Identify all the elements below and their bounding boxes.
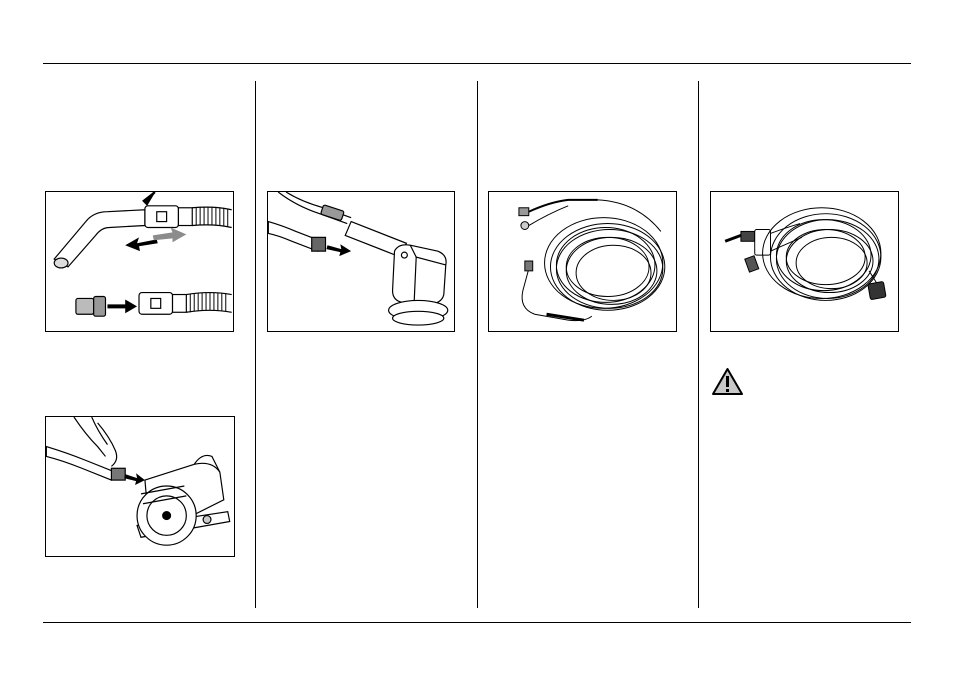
column-divider-1 [255, 81, 256, 608]
top-rule [43, 63, 911, 64]
column-divider-2 [477, 81, 478, 608]
circular-saw-illustration [46, 417, 234, 556]
figure-hose-handle-release [45, 191, 234, 332]
warning-triangle-icon [711, 367, 744, 397]
hose-handle-illustration [46, 192, 233, 331]
coiled-hose-illustration [711, 192, 898, 331]
figure-coiled-hose-with-adapter [710, 191, 899, 332]
hose-with-cable-illustration [489, 192, 676, 331]
orbital-sander-illustration [268, 192, 454, 331]
figure-hose-adapter-to-circular-saw [45, 416, 235, 557]
figure-hose-with-power-cable [488, 191, 677, 332]
figure-hose-to-orbital-sander [267, 191, 455, 332]
column-divider-3 [698, 81, 699, 608]
bottom-rule [43, 622, 911, 623]
